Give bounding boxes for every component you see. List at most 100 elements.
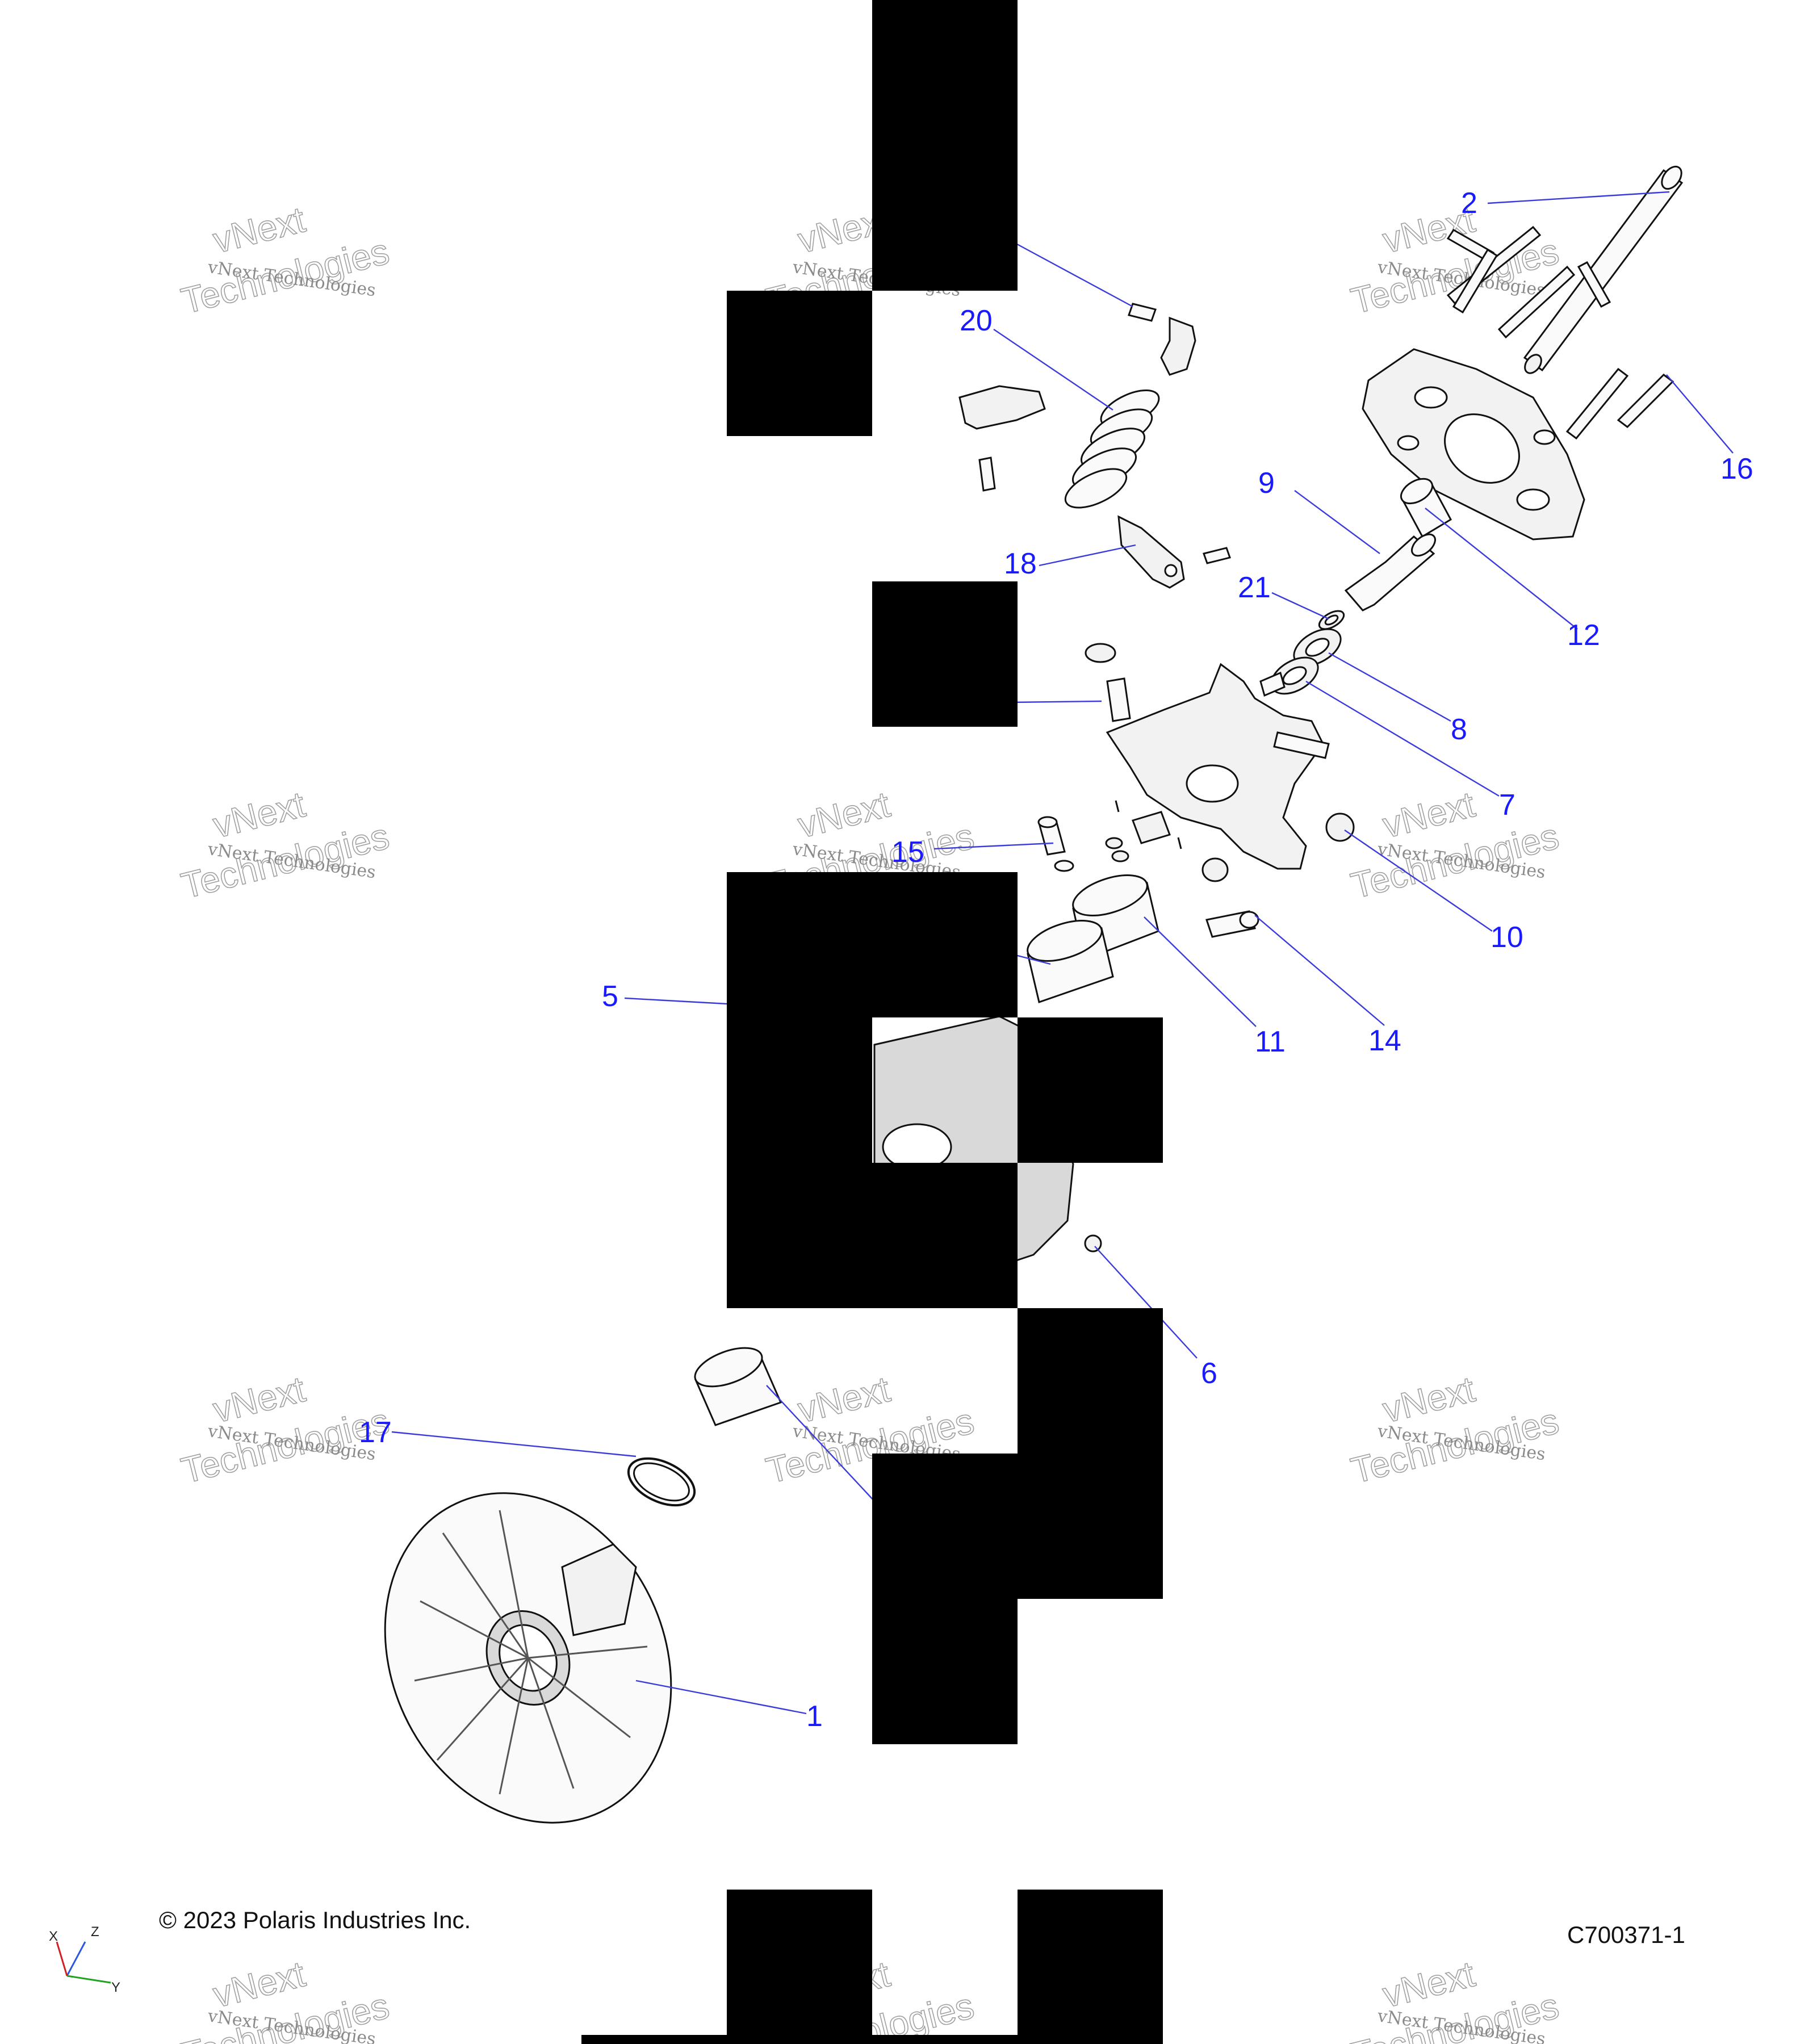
callout-16: 16	[1720, 453, 1753, 485]
callout-14: 14	[1368, 1024, 1401, 1057]
watermark-large-line1: vNext	[209, 199, 309, 261]
redaction-block	[727, 291, 872, 436]
watermark-large-line1: vNext	[1379, 1953, 1479, 2015]
watermark-large-line1: vNext	[209, 1368, 309, 1430]
part-washers	[1270, 610, 1345, 695]
part-sheave-bushing	[694, 1347, 782, 1426]
callout-21: 21	[1238, 571, 1271, 604]
part-bracket	[1160, 316, 1196, 376]
callout-labels: 2 16 20 18 9 12 21 8 7 10 15 14 11 5 6 1…	[359, 187, 1753, 1733]
watermark-large-line1: vNext	[1379, 784, 1479, 845]
redaction-block	[727, 1017, 872, 1308]
part-small-bolts	[1446, 225, 1674, 440]
leader-9	[1294, 490, 1380, 554]
leader-lines	[391, 191, 1734, 1715]
axis-x-label: X	[49, 1929, 58, 1944]
leader-8	[1328, 652, 1451, 722]
axis-x-line	[56, 1941, 68, 1976]
leader-16	[1666, 374, 1734, 454]
part-long-bolt	[1523, 165, 1684, 374]
part-roller-button	[1201, 857, 1229, 882]
callout-7: 7	[1499, 789, 1515, 822]
leader-15	[933, 842, 1054, 850]
watermark: vNext Technologies	[1346, 783, 1563, 907]
figure-id: C700371-1	[1567, 1921, 1685, 1948]
part-pin	[1344, 533, 1436, 611]
leader-14	[1254, 915, 1385, 1026]
leader-redacted-top	[1010, 240, 1133, 308]
callout-17: 17	[359, 1416, 392, 1449]
part-moveable-sheave-hub	[1106, 663, 1330, 870]
part-spring	[1064, 389, 1160, 509]
axis-triad: X Z Y	[49, 1924, 120, 1995]
redaction-block	[1018, 1308, 1163, 1599]
watermark: vNext Technologies	[177, 198, 393, 322]
leader-5	[624, 997, 727, 1005]
watermark-large-line1: vNext	[209, 784, 309, 845]
part-button	[1205, 910, 1259, 938]
redaction-block	[1018, 1017, 1163, 1163]
callout-12: 12	[1567, 619, 1600, 652]
part-dowel-2	[1203, 547, 1231, 564]
part-bushing-small	[1037, 816, 1074, 872]
leader-18	[1039, 544, 1136, 567]
part-weight-arm	[958, 385, 1046, 430]
redaction-block	[872, 0, 1018, 291]
watermark: vNext Technologies	[177, 783, 393, 907]
callout-1: 1	[806, 1700, 823, 1733]
part-fixed-sheave	[384, 1492, 672, 1824]
redaction-block	[872, 1454, 1018, 1744]
part-spider-plate	[1362, 348, 1585, 541]
redaction-block	[872, 1163, 1018, 1308]
watermark-large-line1: vNext	[209, 1953, 309, 2015]
part-small-ball	[1084, 1234, 1102, 1253]
callout-5: 5	[602, 980, 618, 1013]
callout-10: 10	[1491, 921, 1523, 954]
leader-1	[635, 1679, 807, 1715]
redaction-block	[872, 581, 1018, 727]
leader-bushing	[766, 1385, 875, 1502]
callout-2: 2	[1461, 187, 1477, 220]
part-dowel	[978, 456, 996, 492]
part-roller	[1132, 811, 1171, 844]
redaction-block	[727, 1890, 872, 2044]
redaction-block	[581, 2035, 1163, 2044]
part-flyweight	[1117, 515, 1185, 589]
part-roller-pin	[1128, 303, 1157, 322]
watermark-large-line1: vNext	[1379, 1368, 1479, 1430]
part-cap	[1085, 643, 1116, 663]
leader-7	[1305, 680, 1500, 797]
watermark: vNext Technologies	[1346, 1368, 1563, 1492]
part-stud	[1106, 677, 1131, 722]
watermark-large-line1: vNext	[794, 784, 894, 845]
axis-z-label: Z	[91, 1924, 99, 1940]
axis-y-label: Y	[111, 1980, 120, 1995]
leader-12	[1425, 508, 1578, 630]
watermark: vNext Technologies	[1346, 198, 1563, 322]
axis-z-line	[66, 1941, 86, 1976]
callout-11: 11	[1255, 1025, 1286, 1058]
leader-21	[1271, 592, 1329, 620]
part-ball	[1325, 812, 1355, 842]
watermark-large-line1: vNext	[794, 1368, 894, 1430]
callout-6: 6	[1201, 1357, 1217, 1390]
leader-2	[1487, 191, 1670, 204]
callout-20: 20	[960, 304, 993, 337]
copyright-text: © 2023 Polaris Industries Inc.	[159, 1907, 471, 1933]
leader-redacted-mid	[1010, 700, 1102, 703]
leader-10	[1344, 830, 1493, 932]
callout-8: 8	[1451, 713, 1467, 746]
leader-20	[993, 329, 1113, 411]
redaction-block	[1018, 1890, 1163, 2044]
callout-15: 15	[891, 836, 924, 869]
part-o-ring	[627, 1457, 696, 1507]
leader-6	[1094, 1246, 1198, 1359]
callout-9: 9	[1258, 467, 1275, 500]
redaction-block	[727, 872, 1018, 1017]
redaction-blocks	[581, 0, 1163, 2044]
leader-17	[391, 1431, 637, 1457]
leader-11	[1144, 916, 1257, 1027]
axis-y-line	[66, 1975, 111, 1984]
callout-18: 18	[1004, 547, 1037, 580]
